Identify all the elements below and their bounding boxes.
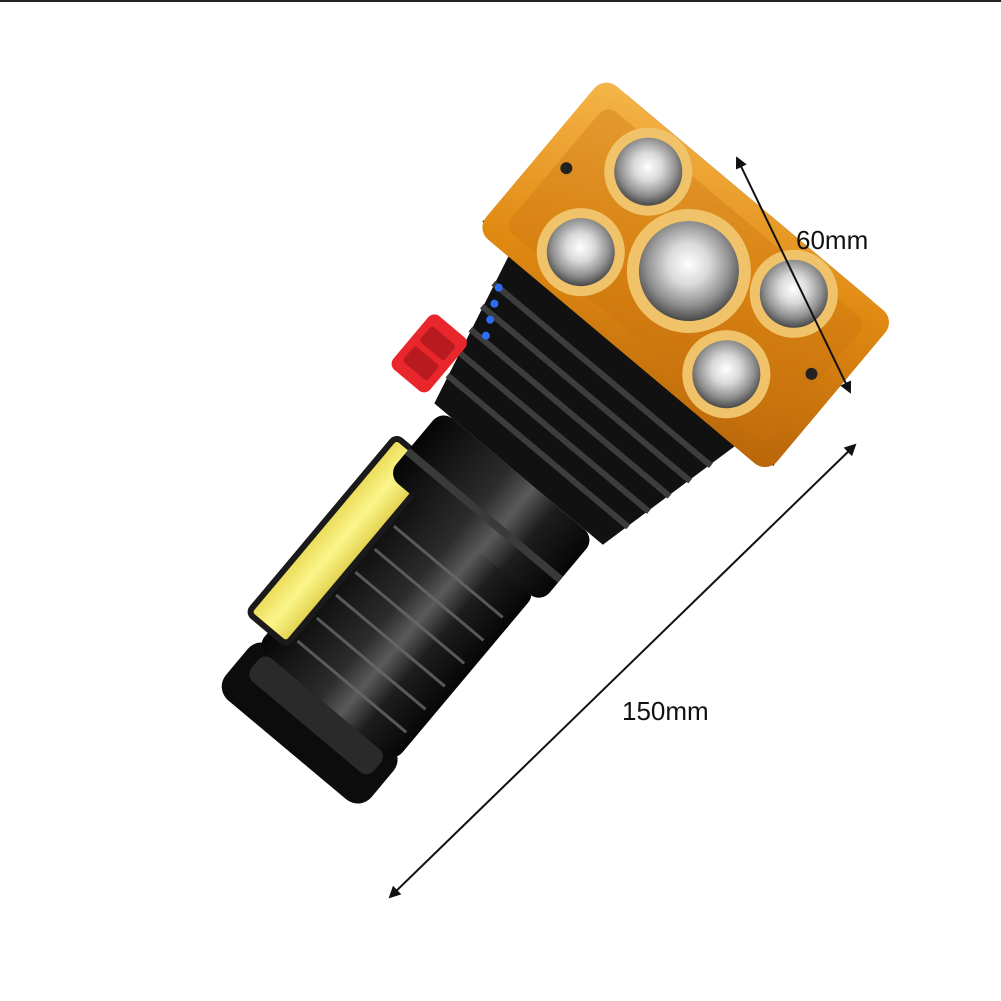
power-switch — [391, 314, 467, 393]
led-center — [626, 209, 751, 334]
led-bottom-left — [536, 208, 625, 297]
flashlight — [221, 82, 889, 804]
width-dimension-label: 60mm — [796, 225, 868, 255]
length-dimension-arrow — [388, 443, 857, 899]
length-dimension-label: 150mm — [622, 696, 709, 726]
battery-indicator — [481, 283, 503, 340]
led-top-left — [604, 127, 693, 216]
width-dimension-arrow — [735, 156, 852, 394]
